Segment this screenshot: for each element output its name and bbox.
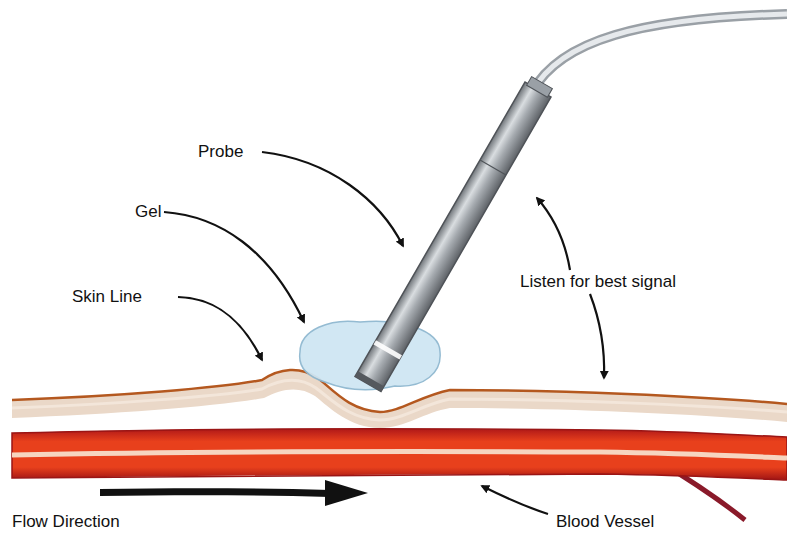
callout-label: Listen for best signal <box>518 272 678 292</box>
callout-label: Flow Direction <box>10 512 122 532</box>
leader-line <box>482 486 548 514</box>
leader-line <box>164 212 304 322</box>
flow-arrow <box>100 480 368 506</box>
callout-label: Gel <box>133 202 163 222</box>
callout-label: Probe <box>196 142 245 162</box>
leader-line <box>262 152 403 246</box>
blood-vessel <box>12 429 787 520</box>
leader-line <box>178 297 262 360</box>
probe-cable <box>532 14 787 92</box>
callout-label: Blood Vessel <box>554 512 656 532</box>
leader-line <box>590 294 604 378</box>
leader-line <box>537 198 570 270</box>
callout-label: Skin Line <box>70 287 144 307</box>
probe-body <box>355 75 555 391</box>
